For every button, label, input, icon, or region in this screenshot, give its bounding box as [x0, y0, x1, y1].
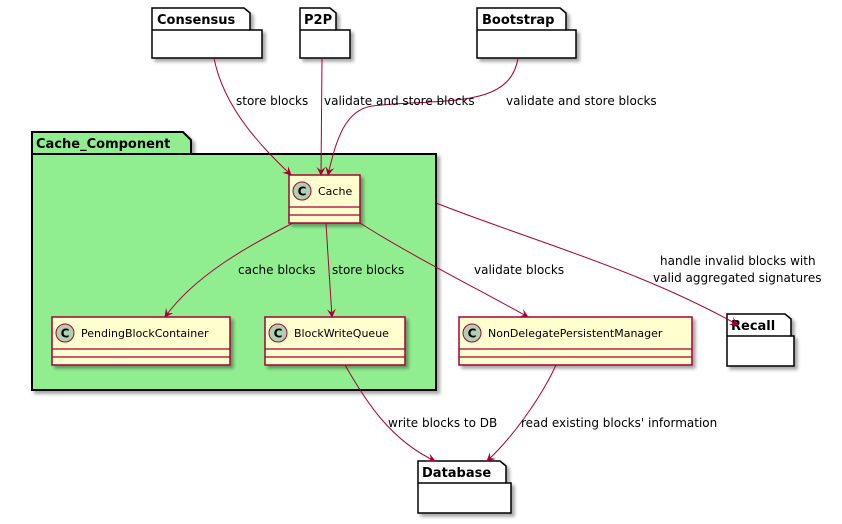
- package-recall-title: Recall: [731, 319, 775, 334]
- class-icon: [55, 323, 75, 343]
- edge-component-recall: [435, 202, 739, 326]
- edge-label-bootstrap-cache: validate and store blocks: [506, 94, 657, 108]
- class-icon: [268, 323, 288, 343]
- package-bootstrap: [476, 7, 577, 59]
- package-cache-component-title: Cache_Component: [36, 137, 170, 152]
- edge-label-consensus-cache: store blocks: [236, 94, 308, 108]
- package-consensus-title: Consensus: [157, 13, 236, 28]
- class-non-delegate-persistent-manager-name: NonDelegatePersistentManager: [488, 327, 663, 340]
- class-glyph: C: [298, 185, 307, 199]
- edge-p2p-cache: [316, 57, 326, 176]
- edge-bootstrap-cache: [325, 57, 519, 176]
- package-database: [417, 460, 512, 514]
- package-p2p-title: P2P: [304, 13, 332, 28]
- class-icon: [462, 323, 482, 343]
- class-pending-block-container: C PendingBlockContainer: [51, 316, 231, 366]
- class-glyph: C: [274, 327, 283, 341]
- package-recall: [726, 313, 795, 367]
- edge-label-cache-pending: cache blocks: [238, 263, 315, 277]
- edge-queue-db: [344, 364, 436, 462]
- package-p2p: [299, 7, 351, 59]
- edge-label-recall-line1: handle invalid blocks with: [660, 254, 816, 268]
- class-cache-name: Cache: [318, 185, 352, 198]
- package-bootstrap-title: Bootstrap: [482, 13, 554, 28]
- class-cache: C Cache: [288, 174, 361, 224]
- class-non-delegate-persistent-manager: C NonDelegatePersistentManager: [458, 316, 693, 366]
- edge-consensus-cache: [213, 57, 292, 176]
- edge-label-queue-db: write blocks to DB: [388, 416, 497, 430]
- class-glyph: C: [468, 327, 477, 341]
- edge-ndpm-db: [486, 364, 557, 462]
- class-block-write-queue-name: BlockWriteQueue: [294, 327, 389, 340]
- edge-label-cache-ndpm: validate blocks: [474, 263, 564, 277]
- edge-cache-queue: [325, 222, 336, 318]
- edge-label-p2p-cache: validate and store blocks: [324, 94, 475, 108]
- edge-cache-ndpm: [359, 222, 529, 318]
- edge-label-ndpm-db: read existing blocks' information: [521, 416, 717, 430]
- class-icon: [292, 181, 312, 201]
- class-block-write-queue: C BlockWriteQueue: [264, 316, 406, 366]
- class-glyph: C: [61, 327, 70, 341]
- edge-label-cache-queue: store blocks: [332, 263, 404, 277]
- edge-cache-pending: [164, 222, 294, 318]
- package-database-title: Database: [422, 466, 491, 481]
- package-consensus: [151, 7, 263, 59]
- edge-label-recall-line2: valid aggregated signatures: [653, 271, 821, 285]
- class-pending-block-container-name: PendingBlockContainer: [81, 327, 209, 340]
